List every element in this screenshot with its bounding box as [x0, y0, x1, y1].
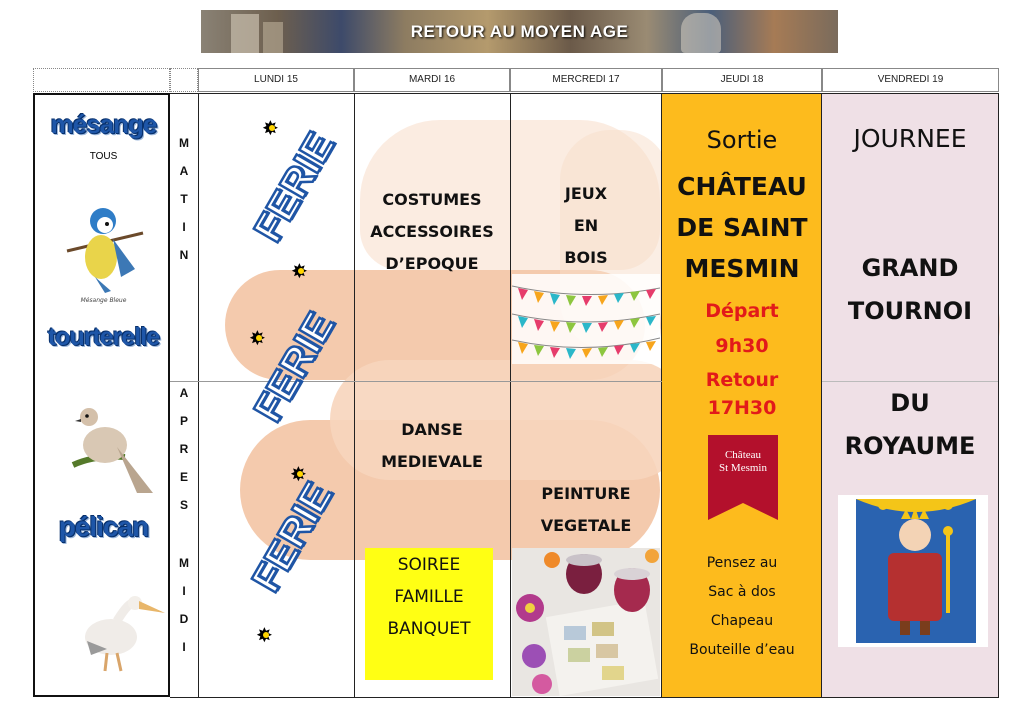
grid-line [821, 93, 822, 697]
knight-image [681, 13, 721, 53]
group-name-tourterelle: tourterelle [47, 323, 160, 351]
group-sub-label: TOUS [89, 151, 118, 162]
thursday-departure: Départ 9h30 [705, 300, 779, 357]
grid-line [198, 93, 199, 697]
grid-line [170, 93, 999, 94]
grid-line [822, 381, 998, 382]
tuesday-evening-banquet: SOIREE FAMILLE BANQUET [365, 548, 493, 680]
friday-line-1: JOURNEE [853, 124, 967, 153]
friday-line-2: GRAND TOURNOI [847, 254, 973, 325]
day-header-monday: LUNDI 15 [198, 68, 354, 92]
chateau-st-mesmin-logo: Château St Mesmin [708, 435, 778, 520]
turtle-dove-icon [71, 408, 153, 493]
grid-line [661, 93, 662, 697]
ferie-label-1: FERIE [245, 124, 345, 251]
thursday-destination: CHÂTEAU DE SAINT MESMIN [676, 172, 808, 283]
star-icon: ✸ [262, 116, 279, 140]
grid-line [510, 93, 511, 697]
grid-line [354, 93, 355, 697]
header-banner: RETOUR AU MOYEN AGE [201, 10, 838, 53]
wednesday-afternoon-activity: PEINTURE VEGETALE [540, 484, 632, 535]
grid-line [998, 93, 999, 697]
star-icon: ✸ [291, 259, 308, 283]
bunting-flags-image [512, 274, 660, 364]
tuesday-afternoon-activity: DANSE MEDIEVALE [381, 420, 483, 471]
corner-cell [33, 68, 170, 92]
groups-column: mésange TOUS Mésange Bleue tourterelle p… [33, 93, 170, 697]
day-header-friday: VENDREDI 19 [822, 68, 999, 92]
friday-line-3: DU ROYAUME [844, 389, 976, 460]
king-cartoon-image [838, 495, 988, 647]
tuesday-morning-activity: COSTUMES ACCESSOIRES D’EPOQUE [370, 190, 494, 273]
castle-image [231, 14, 259, 53]
wednesday-morning-activity: JEUX EN BOIS [564, 184, 608, 267]
group-name-pelican: pélican [58, 511, 149, 542]
thursday-return: Retour 17H30 [705, 369, 779, 419]
blue-tit-icon [66, 208, 144, 293]
thursday-column [662, 93, 821, 697]
group-name-mesange: mésange [50, 109, 158, 139]
thursday-intro: Sortie [706, 126, 778, 154]
pelican-icon [85, 596, 165, 672]
thursday-notes: Pensez au Sac à dos Chapeau Bouteille d’… [689, 555, 795, 658]
period-header-cell [170, 68, 198, 92]
plant-paint-jars-image [512, 548, 660, 696]
grid-line [170, 381, 662, 382]
day-header-wednesday: MERCREDI 17 [510, 68, 662, 92]
day-header-thursday: JEUDI 18 [662, 68, 822, 92]
grid-line [170, 697, 999, 698]
banner-title: RETOUR AU MOYEN AGE [410, 22, 629, 41]
bird-caption: Mésange Bleue [80, 297, 127, 304]
day-header-tuesday: MARDI 16 [354, 68, 510, 92]
star-icon: ✸ [249, 326, 266, 350]
star-icon: ✸ [256, 623, 273, 647]
star-icon: ✸ [290, 462, 307, 486]
tower-image [263, 22, 283, 53]
